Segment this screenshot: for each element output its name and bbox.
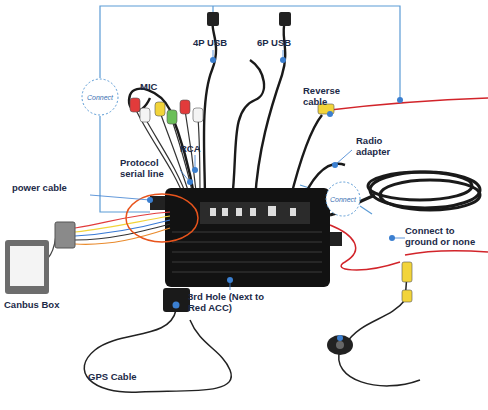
connect-text: Connect — [325, 196, 361, 203]
connect-circle: Connect — [325, 181, 361, 217]
part-label: Reverse cable — [303, 86, 349, 107]
part-label: Connect to ground or none — [405, 226, 485, 247]
part-label: MIC — [140, 82, 170, 93]
part-label: Canbus Box — [4, 300, 74, 311]
part-label: Protocol serial line — [120, 158, 180, 179]
part-label: power cable — [12, 183, 84, 194]
part-label: RCA — [180, 144, 210, 155]
connect-text: Connect — [81, 94, 119, 101]
part-label: 6P USB — [257, 38, 303, 49]
part-label: 4P USB — [193, 38, 239, 49]
connect-circle: Connect — [81, 78, 119, 116]
part-label: Radio adapter — [356, 136, 406, 157]
part-label: GPS Cable — [88, 372, 148, 383]
part-label: 3rd Hole (Next to Red ACC) — [188, 292, 266, 313]
